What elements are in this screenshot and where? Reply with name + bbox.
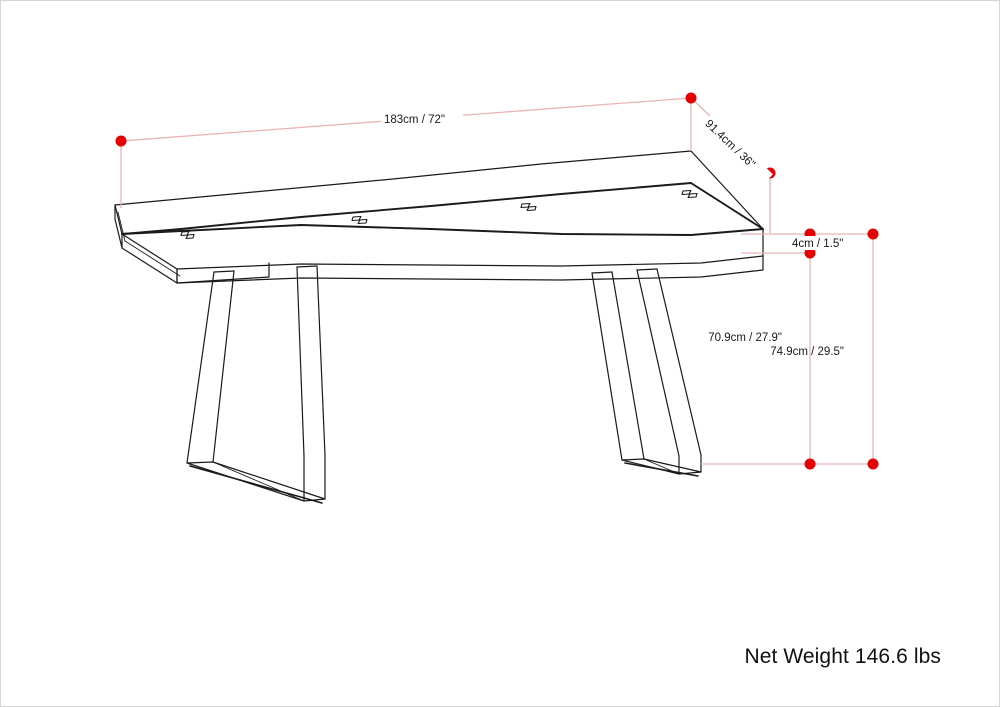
top-thickness-label-group: 4cm / 1.5": [790, 236, 852, 250]
dot-total-height-bottom: [867, 458, 879, 470]
right-leg: [591, 268, 702, 477]
butterfly-joint-inlays: [180, 189, 698, 240]
left-leg: [186, 265, 326, 504]
top-thickness-dimension-label: 4cm / 1.5": [792, 238, 843, 250]
width-dimension-label-group: 183cm / 72": [381, 111, 463, 126]
dot-clearance-bottom: [804, 458, 816, 470]
width-dimension-label: 183cm / 72": [384, 114, 445, 126]
depth-dimension-label: 91.4cm / 36": [702, 118, 757, 171]
dot-total-height-top: [867, 228, 879, 240]
dot-width-left: [115, 135, 127, 147]
dot-width-right: [685, 92, 697, 104]
clearance-height-dimension-line: [701, 253, 811, 465]
total-height-dimension-line: [810, 233, 874, 465]
table-illustration: [114, 150, 764, 504]
net-weight-label: Net Weight 146.6 lbs: [744, 645, 941, 668]
dot-thickness-bottom: [804, 247, 816, 259]
tabletop-surface: [114, 150, 764, 235]
clearance-height-dimension-label: 70.9cm / 27.9": [708, 332, 782, 344]
tabletop-near-plank: [121, 224, 764, 270]
total-height-dimension-label: 74.9cm / 29.5": [770, 346, 844, 358]
tabletop-front-thickness: [176, 255, 764, 284]
